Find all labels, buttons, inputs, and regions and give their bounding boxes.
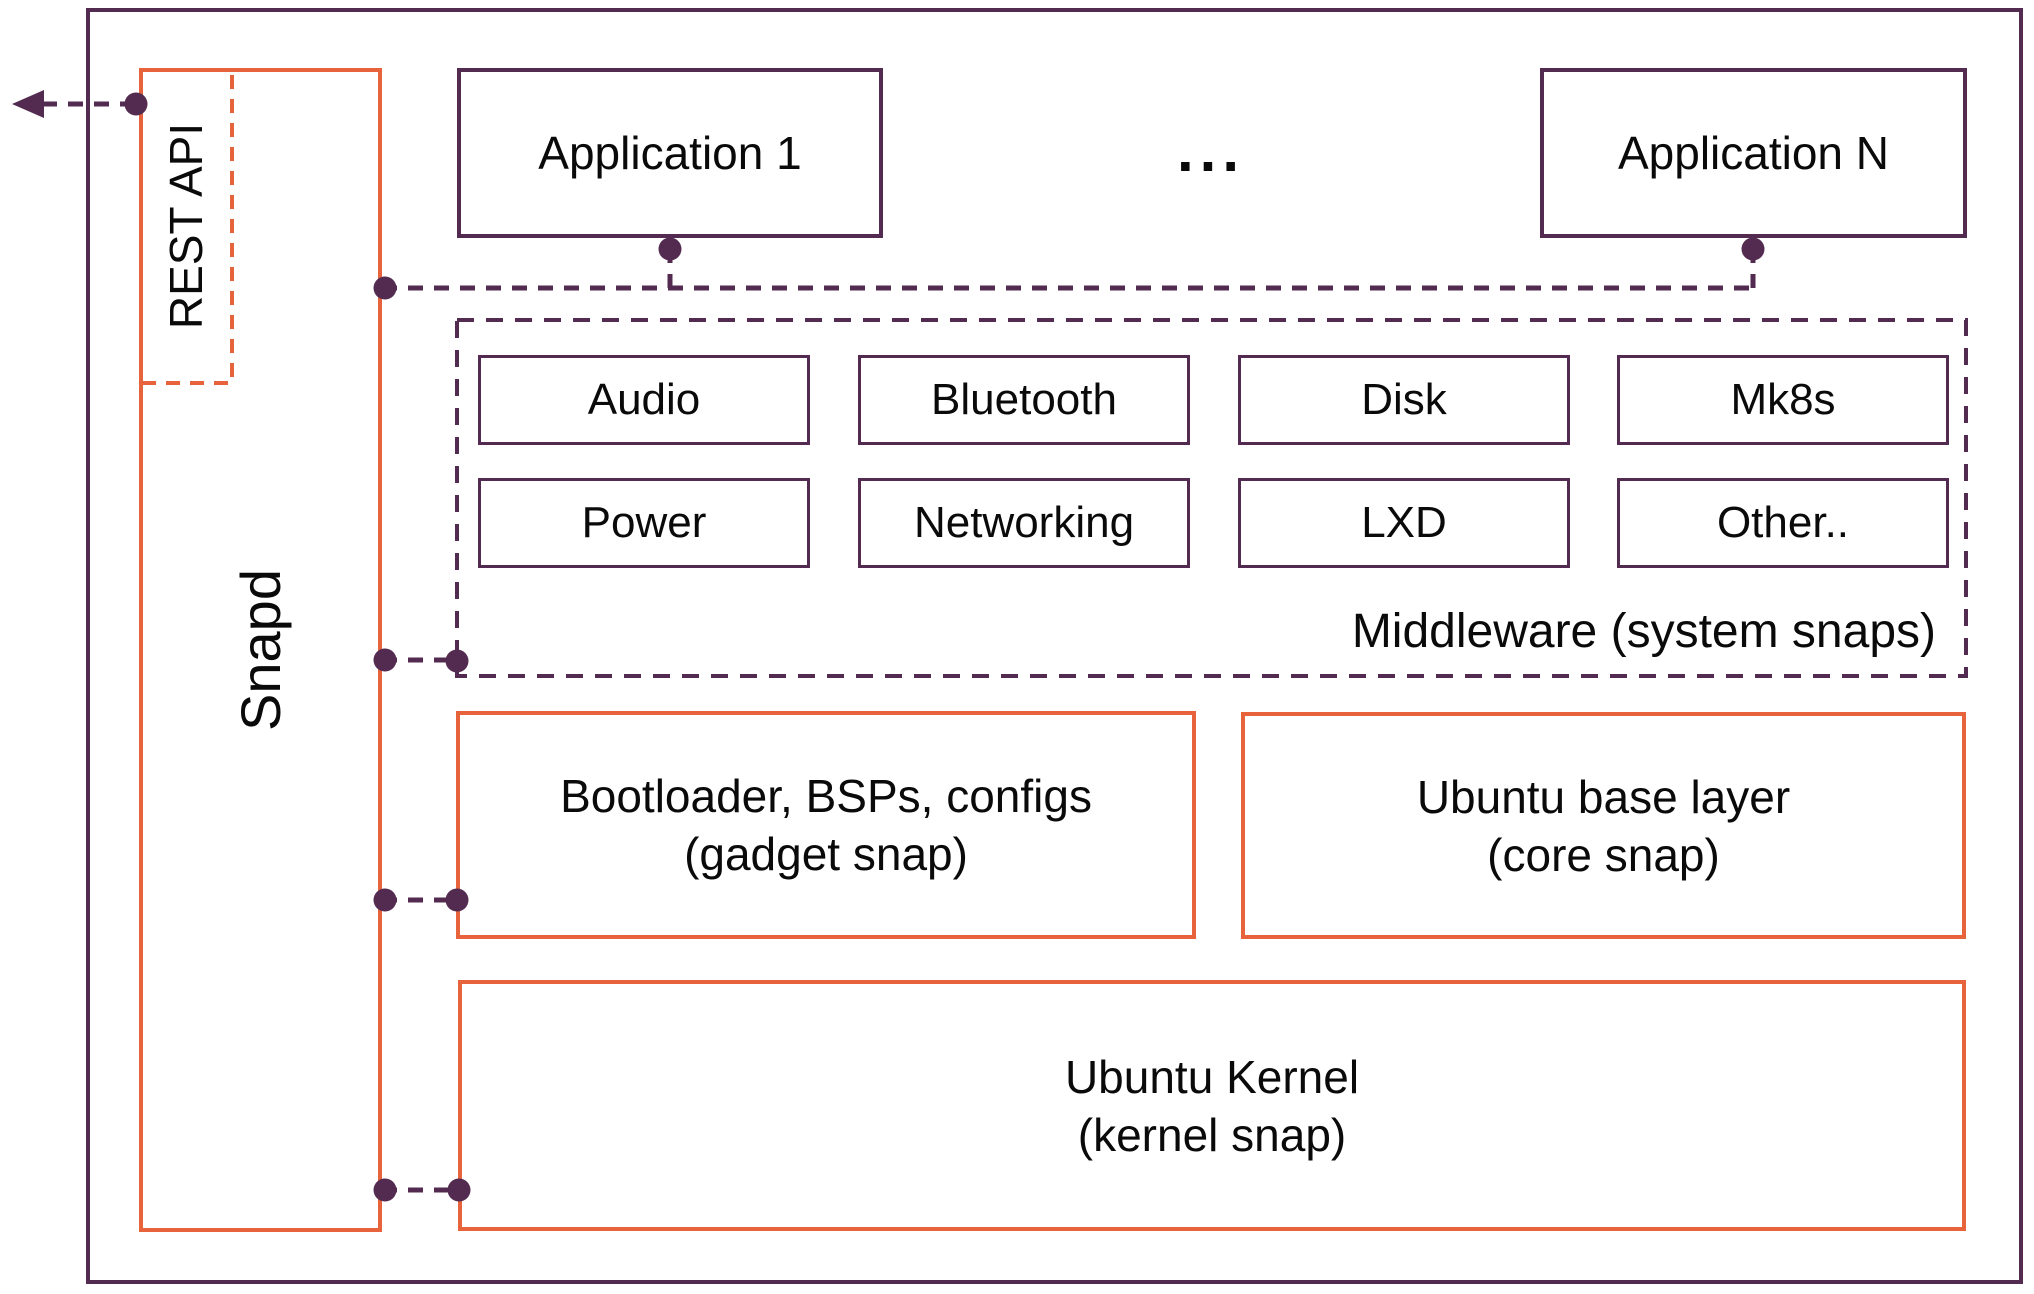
middleware-bluetooth-box: Bluetooth bbox=[858, 355, 1190, 445]
application-1-box: Application 1 bbox=[457, 68, 883, 238]
rest-api-label: REST API bbox=[160, 122, 212, 330]
middleware-caption: Middleware (system snaps) bbox=[1351, 605, 1936, 658]
middleware-audio-label: Audio bbox=[587, 375, 701, 424]
middleware-other-label: Other.. bbox=[1716, 498, 1850, 547]
middleware-lxd-box: LXD bbox=[1238, 478, 1570, 568]
application-1-label: Application 1 bbox=[538, 127, 802, 179]
application-n-box: Application N bbox=[1540, 68, 1967, 238]
kernel-snap-line2: (kernel snap) bbox=[1077, 1108, 1347, 1161]
middleware-power-label: Power bbox=[581, 498, 707, 547]
kernel-snap-box: Ubuntu Kernel (kernel snap) bbox=[458, 980, 1966, 1231]
middleware-power-box: Power bbox=[478, 478, 810, 568]
middleware-lxd-label: LXD bbox=[1361, 498, 1447, 547]
arrow-left-icon bbox=[12, 90, 44, 118]
gadget-snap-line2: (gadget snap) bbox=[684, 828, 968, 880]
gadget-snap-line1: Bootloader, BSPs, configs bbox=[560, 770, 1092, 822]
middleware-networking-label: Networking bbox=[913, 498, 1135, 547]
middleware-networking-box: Networking bbox=[858, 478, 1190, 568]
core-snap-line1: Ubuntu base layer bbox=[1416, 770, 1791, 823]
middleware-mk8s-label: Mk8s bbox=[1730, 375, 1836, 424]
middleware-disk-box: Disk bbox=[1238, 355, 1570, 445]
core-snap-box: Ubuntu base layer (core snap) bbox=[1241, 712, 1966, 939]
kernel-snap-line1: Ubuntu Kernel bbox=[1064, 1050, 1360, 1103]
middleware-audio-box: Audio bbox=[478, 355, 810, 445]
middleware-mk8s-box: Mk8s bbox=[1617, 355, 1949, 445]
middleware-bluetooth-label: Bluetooth bbox=[931, 375, 1117, 424]
gadget-snap-box: Bootloader, BSPs, configs (gadget snap) bbox=[456, 711, 1196, 939]
snapd-label: Snapd bbox=[228, 569, 292, 731]
core-snap-line2: (core snap) bbox=[1487, 828, 1720, 881]
applications-ellipsis: ... bbox=[1176, 116, 1245, 184]
middleware-disk-label: Disk bbox=[1361, 375, 1447, 424]
middleware-other-box: Other.. bbox=[1617, 478, 1949, 568]
application-n-label: Application N bbox=[1617, 127, 1890, 179]
